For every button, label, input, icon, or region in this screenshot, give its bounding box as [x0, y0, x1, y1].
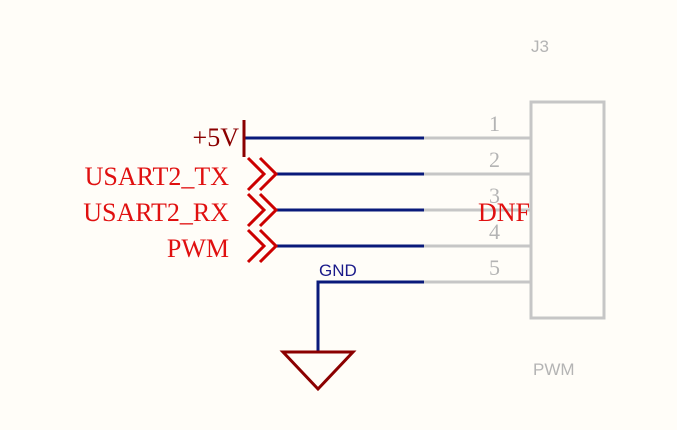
wires: [244, 136, 424, 352]
port-symbols: [246, 156, 279, 264]
component-designator[interactable]: J3: [531, 37, 549, 56]
pin-numbers: 1 2 3 4 5: [489, 111, 500, 280]
component-value[interactable]: PWM: [533, 360, 575, 379]
net-label-power[interactable]: +5V: [193, 123, 240, 152]
pin-number-5: 5: [489, 255, 500, 280]
dnf-label[interactable]: DNF: [478, 198, 530, 227]
connector-body[interactable]: [529, 100, 606, 320]
port-pwm-symbol[interactable]: [246, 228, 279, 264]
net-label-tx[interactable]: USART2_TX: [85, 162, 230, 191]
pin-number-4: 4: [489, 219, 500, 244]
ground-symbol[interactable]: [279, 350, 357, 392]
net-label-ground[interactable]: GND: [319, 261, 357, 280]
pin-number-1: 1: [489, 111, 500, 136]
wire-ground[interactable]: [316, 280, 424, 352]
net-label-pwm[interactable]: PWM: [167, 234, 229, 263]
pin-number-2: 2: [489, 147, 500, 172]
port-tx-symbol[interactable]: [246, 156, 279, 192]
port-rx-symbol[interactable]: [246, 192, 279, 228]
pin-number-3: 3: [489, 183, 500, 208]
connector-pins: [424, 136, 531, 284]
net-label-rx[interactable]: USART2_RX: [83, 198, 229, 227]
